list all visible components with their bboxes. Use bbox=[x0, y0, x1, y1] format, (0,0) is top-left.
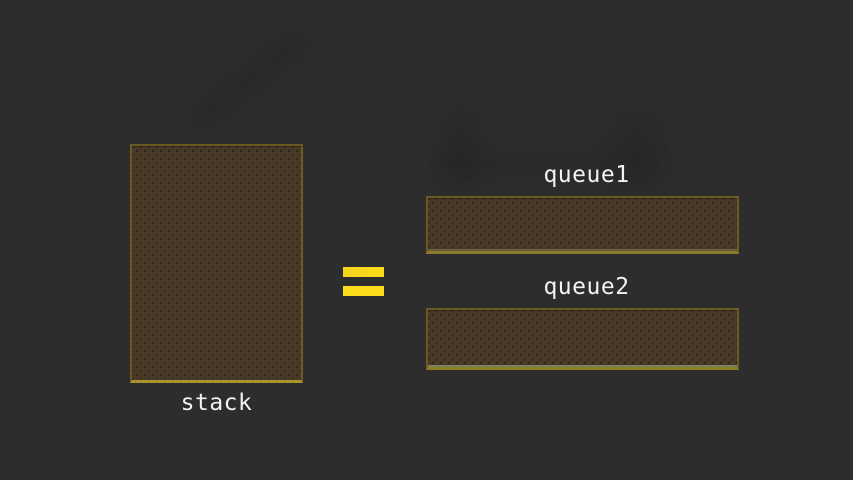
queue2-box bbox=[426, 308, 739, 370]
equals-bar-top bbox=[343, 267, 384, 277]
queue2-label: queue2 bbox=[543, 274, 630, 300]
queue1-label: queue1 bbox=[543, 162, 630, 188]
stack-box bbox=[130, 144, 303, 383]
stack-label: stack bbox=[180, 390, 253, 416]
queue1-box bbox=[426, 196, 739, 254]
equals-icon bbox=[343, 267, 384, 297]
equals-bar-bottom bbox=[343, 286, 384, 296]
background-smudge bbox=[180, 19, 320, 139]
